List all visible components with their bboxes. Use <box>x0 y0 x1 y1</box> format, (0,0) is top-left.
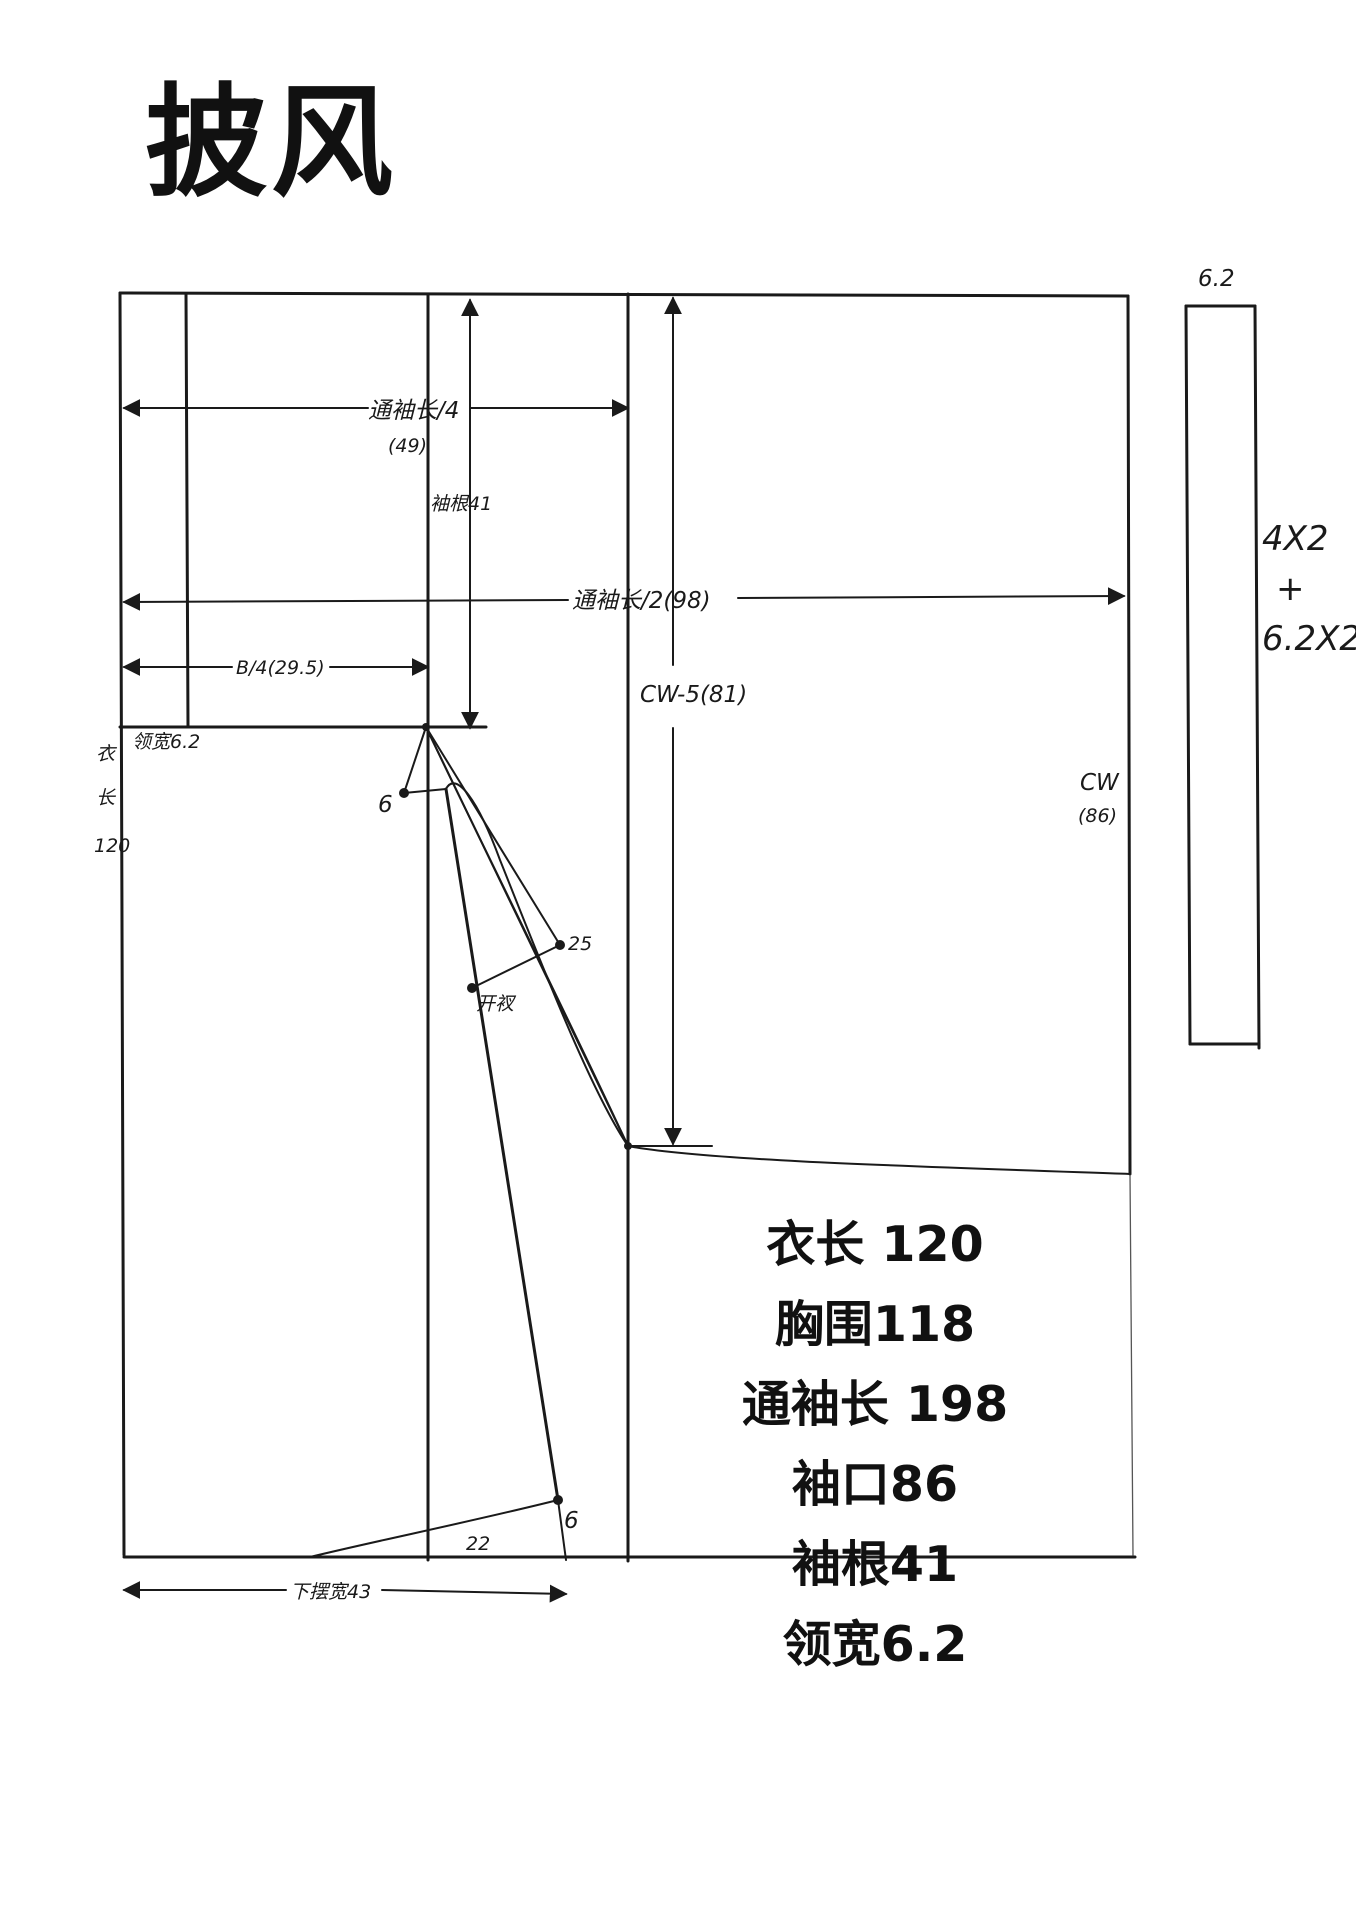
collar-left <box>1184 304 1192 1046</box>
collar-strip <box>1184 304 1261 1050</box>
armhole-curve <box>425 726 629 1147</box>
left-edge <box>118 291 126 1557</box>
pattern-labels: 通袖长/4 (49) 袖根41 通袖长/2(98) B/4(29.5) 领宽6.… <box>94 266 1356 1603</box>
dim-hem-width-right <box>381 1584 568 1603</box>
label-collar-len-3: 6.2X2 <box>1262 619 1356 659</box>
label-body-length-2: 长 <box>96 787 117 809</box>
label-hem-width: 下摆宽43 <box>290 1581 371 1603</box>
label-collar-len-1: 4X2 <box>1262 519 1329 559</box>
guide-line-3 <box>425 726 561 946</box>
label-bust-quarter: B/4(29.5) <box>236 657 325 679</box>
label-cw-value: (86) <box>1078 805 1117 827</box>
label-collar-len-2: + <box>1276 569 1305 609</box>
side-seam <box>444 787 560 1502</box>
point-6-top <box>399 788 409 798</box>
point-25 <box>555 940 565 950</box>
right-edge-extension <box>1129 1173 1134 1556</box>
measurement-sleeve-root: 袖根41 <box>791 1536 959 1593</box>
page-title: 披风 <box>145 72 397 214</box>
point-neck <box>422 723 430 731</box>
point-slit <box>467 983 477 993</box>
dimension-lines <box>122 296 1126 1603</box>
label-hem-22: 22 <box>466 1533 490 1555</box>
measurement-body-length: 衣长 120 <box>766 1216 984 1273</box>
measurement-list: 衣长 120 胸围118 通袖长 198 袖口86 袖根41 领宽6.2 <box>730 1205 1020 1685</box>
point-6-bottom <box>553 1495 563 1505</box>
measurement-bust: 胸围118 <box>774 1296 976 1353</box>
label-sleeve-quarter-value: (49) <box>388 435 427 457</box>
hem-curve <box>309 1499 559 1558</box>
hem-corner <box>557 1499 567 1561</box>
label-cw-minus: CW-5(81) <box>640 682 747 708</box>
dim-sleeve-half-right <box>737 587 1126 606</box>
guide-line-4 <box>471 944 561 989</box>
point-armhole <box>624 1142 632 1150</box>
pattern-frame <box>118 291 1137 1563</box>
label-body-length-3: 120 <box>94 835 130 857</box>
measurement-neck-width: 领宽6.2 <box>782 1616 968 1673</box>
label-collar-width: 6.2 <box>1198 266 1235 292</box>
collar-right <box>1253 304 1261 1050</box>
label-point-6-top: 6 <box>378 792 393 818</box>
measurement-sleeve-length: 通袖长 198 <box>741 1376 1009 1433</box>
top-edge <box>118 291 1130 298</box>
neck-line <box>184 292 190 729</box>
label-neck-width: 领宽6.2 <box>132 731 200 753</box>
label-slit: 开衩 <box>476 993 517 1015</box>
label-point-25: 25 <box>568 933 592 955</box>
guide-line-2 <box>403 788 447 794</box>
label-sleeve-quarter: 通袖长/4 <box>368 398 459 424</box>
measurement-cuff: 袖口86 <box>791 1456 959 1513</box>
dim-sleeve-half-left <box>122 592 569 611</box>
guide-line-1 <box>403 726 427 794</box>
label-sleeve-half: 通袖长/2(98) <box>572 588 711 614</box>
cape-curves <box>309 723 1131 1561</box>
inner-curve <box>445 782 629 1147</box>
label-cw: CW <box>1080 770 1120 796</box>
label-sleeve-root: 袖根41 <box>430 493 492 515</box>
label-point-6-bottom: 6 <box>564 1508 579 1534</box>
sleeve-bottom-curve <box>627 1145 1131 1175</box>
right-edge <box>1126 294 1132 1176</box>
label-body-length-1: 衣 <box>96 743 118 765</box>
